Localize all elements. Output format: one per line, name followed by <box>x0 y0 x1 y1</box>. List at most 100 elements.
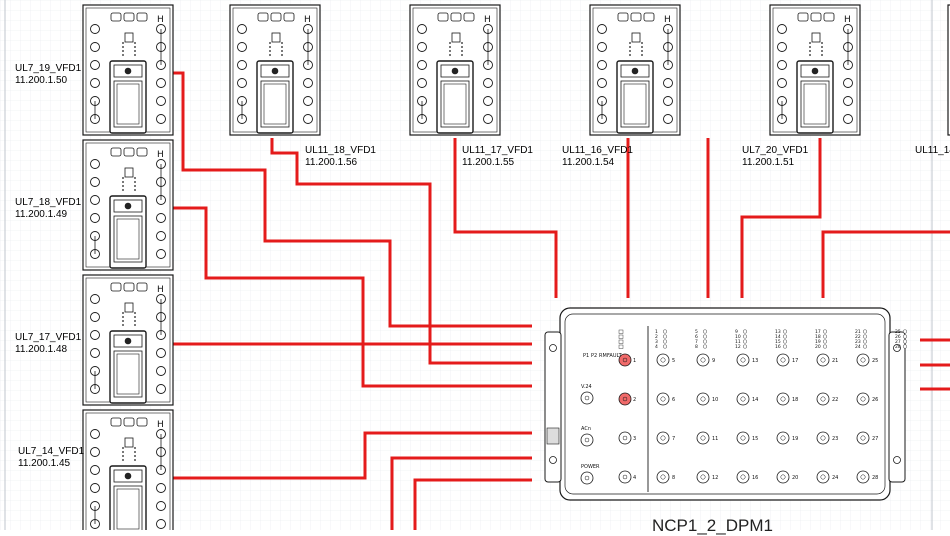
m12-port[interactable] <box>856 392 870 406</box>
io-terminal <box>156 231 166 241</box>
port-number: 2 <box>633 397 636 403</box>
m12-port[interactable] <box>776 353 790 367</box>
vfd-module[interactable]: H <box>82 409 174 530</box>
m12-port-pin <box>780 396 786 402</box>
cable-ul7-20[interactable] <box>740 138 822 298</box>
ground-symbol: H <box>844 15 851 25</box>
aux-port[interactable] <box>580 433 594 447</box>
ground-lug <box>546 427 560 445</box>
io-terminal <box>156 96 166 106</box>
aux-port[interactable] <box>580 391 594 405</box>
cable-ul11-14[interactable] <box>821 230 950 298</box>
m12-port[interactable] <box>776 431 790 445</box>
m12-port[interactable] <box>618 392 632 406</box>
m12-port[interactable] <box>736 392 750 406</box>
indicator-number: 5 <box>695 329 698 335</box>
cable-lower-1[interactable] <box>390 456 532 530</box>
vfd-module[interactable]: H <box>589 4 681 136</box>
m12-port[interactable] <box>856 470 870 484</box>
vfd-display <box>113 485 143 530</box>
m12-port[interactable] <box>618 353 632 367</box>
m12-port[interactable] <box>816 353 830 367</box>
io-terminal <box>303 114 313 124</box>
m12-port-pin <box>860 435 866 441</box>
indicator-led <box>663 329 668 334</box>
m12-port[interactable] <box>656 392 670 406</box>
cable-ul7-18[interactable] <box>173 206 532 388</box>
m12-port[interactable] <box>816 431 830 445</box>
io-terminal <box>156 483 166 493</box>
terminal-block <box>450 12 462 22</box>
m12-port[interactable] <box>736 431 750 445</box>
io-terminal <box>156 501 166 511</box>
cable-ul7-19[interactable] <box>173 71 532 328</box>
terminal-block <box>617 12 629 22</box>
indicator-led <box>743 344 748 349</box>
led-dot <box>122 455 124 457</box>
vfd-module[interactable]: H <box>947 4 950 136</box>
vfd-module[interactable]: H <box>229 4 321 136</box>
led-dot <box>122 185 124 187</box>
vfd-module[interactable]: H <box>409 4 501 136</box>
dpm-inner-frame <box>564 313 886 495</box>
ground-symbol: H <box>304 15 311 25</box>
vfd-module[interactable]: H <box>82 139 174 271</box>
m12-port[interactable] <box>776 470 790 484</box>
vfd-module[interactable]: H <box>769 4 861 136</box>
m12-port[interactable] <box>736 470 750 484</box>
m12-port-pin <box>820 357 826 363</box>
m12-port[interactable] <box>618 431 632 445</box>
port-label: POWER <box>581 464 600 470</box>
io-terminal <box>90 213 100 223</box>
m12-port-pin <box>740 435 746 441</box>
m12-port[interactable] <box>656 353 670 367</box>
vfd-module[interactable]: H <box>82 274 174 406</box>
m12-port[interactable] <box>656 431 670 445</box>
cable-lower-2[interactable] <box>413 478 532 530</box>
m12-port-pin <box>820 474 826 480</box>
logo-mark <box>124 202 132 210</box>
m12-port[interactable] <box>736 353 750 367</box>
vfd-display <box>440 80 470 128</box>
led-dot <box>629 42 631 44</box>
m12-port-pin <box>740 396 746 402</box>
indicator-number: 22 <box>855 334 861 340</box>
terminal-block <box>270 12 282 22</box>
cable-ul11-17[interactable] <box>453 138 558 298</box>
m12-port[interactable] <box>696 353 710 367</box>
indicator-led <box>783 339 788 344</box>
led-dot <box>641 54 643 56</box>
aux-port[interactable] <box>580 471 594 485</box>
vfd-name: UL11_14 <box>915 145 950 156</box>
indicator-number: 18 <box>815 334 821 340</box>
cable-ul11-18[interactable] <box>270 138 532 365</box>
m12-port[interactable] <box>696 470 710 484</box>
io-terminal <box>303 78 313 88</box>
io-terminal <box>90 294 100 304</box>
io-terminal <box>156 519 166 529</box>
led-dot <box>134 46 136 48</box>
dpm-frame <box>559 307 891 501</box>
led-dot <box>122 459 124 461</box>
m12-port[interactable] <box>696 431 710 445</box>
m12-port[interactable] <box>856 431 870 445</box>
m12-port[interactable] <box>856 353 870 367</box>
vfd-module[interactable]: H <box>82 4 174 136</box>
terminal-block <box>136 282 148 292</box>
rj45-port <box>124 32 134 43</box>
vfd-display-inner <box>623 83 647 125</box>
status-label: RM <box>599 353 607 359</box>
indicator-number: 12 <box>735 344 741 350</box>
port-number: 13 <box>752 358 758 364</box>
m12-port[interactable] <box>618 470 632 484</box>
m12-port[interactable] <box>816 470 830 484</box>
io-terminal <box>597 78 607 88</box>
m12-port[interactable] <box>816 392 830 406</box>
m12-port[interactable] <box>696 392 710 406</box>
m12-port[interactable] <box>656 470 670 484</box>
cable-ul7-14[interactable] <box>173 431 532 480</box>
indicator-led <box>823 339 828 344</box>
vfd-display-inner <box>803 83 827 125</box>
m12-port[interactable] <box>776 392 790 406</box>
indicator-number: 9 <box>735 329 738 335</box>
